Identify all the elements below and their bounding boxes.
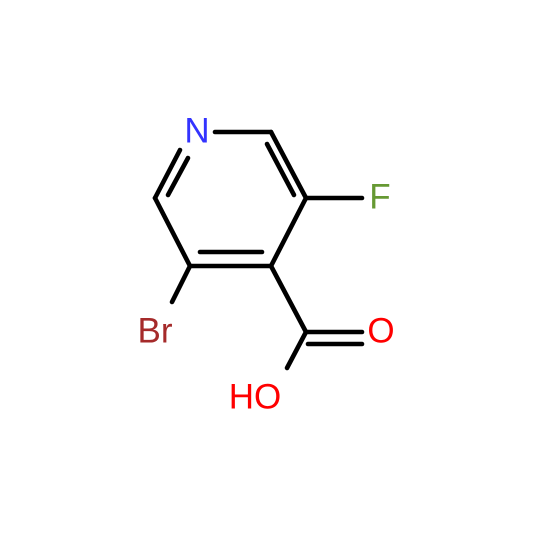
bond-c2-c3-inner [264, 141, 297, 198]
bond-c6-n-inner [165, 155, 191, 198]
atom-label-fluorine: F [369, 177, 390, 216]
bond-c2-c3 [268, 129, 309, 201]
atom-label-bromine: Br [138, 311, 173, 350]
bond-c5-c6 [152, 195, 193, 269]
atom-label-carbonyl-oxygen: O [367, 311, 394, 350]
bond-c3-c4 [268, 195, 309, 269]
bond-c6-n [152, 147, 183, 201]
bond-c4-carboxyl [268, 263, 309, 335]
bond-carboxyl-oh [284, 329, 309, 371]
atom-label-nitrogen: N [184, 111, 209, 150]
bond-c5-br [169, 263, 193, 305]
atom-label-hydroxyl: HO [229, 377, 282, 416]
